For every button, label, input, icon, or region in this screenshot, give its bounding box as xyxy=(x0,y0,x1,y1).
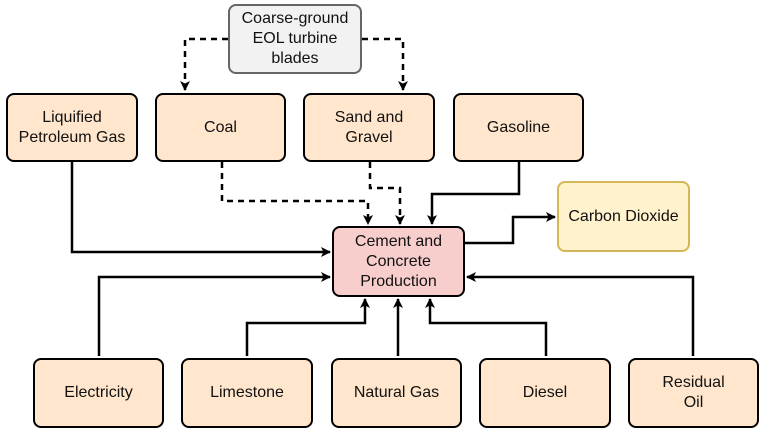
node-eol-turbine-blades: Coarse-ground EOL turbine blades xyxy=(228,4,362,74)
edge-electricity-to-cement xyxy=(97,272,331,356)
node-sand-and-gravel: Sand and Gravel xyxy=(303,93,435,162)
node-liquified-petroleum-gas: Liquified Petroleum Gas xyxy=(6,93,138,162)
node-cement-and-concrete-production: Cement and Concrete Production xyxy=(332,226,465,297)
node-gasoline: Gasoline xyxy=(453,93,584,162)
edge-cement-to-co2 xyxy=(465,212,556,245)
edge-coal-to-cement xyxy=(220,162,373,225)
node-residual-oil: Residual Oil xyxy=(628,358,759,428)
node-carbon-dioxide: Carbon Dioxide xyxy=(557,181,690,252)
node-natural-gas: Natural Gas xyxy=(331,358,462,428)
edge-diesel-to-cement xyxy=(425,298,548,356)
node-diesel: Diesel xyxy=(479,358,611,428)
edge-residual-oil-to-cement xyxy=(466,272,695,356)
node-coal: Coal xyxy=(155,93,286,162)
edge-sand-gravel-to-cement xyxy=(368,162,405,225)
edge-eol-to-coal xyxy=(180,37,228,91)
edge-eol-to-sand-gravel xyxy=(362,37,408,91)
node-electricity: Electricity xyxy=(33,358,164,428)
node-limestone: Limestone xyxy=(181,358,313,428)
edge-lpg-to-cement xyxy=(70,162,331,257)
edge-limestone-to-cement xyxy=(245,298,370,356)
edge-gasoline-to-cement xyxy=(427,162,521,225)
